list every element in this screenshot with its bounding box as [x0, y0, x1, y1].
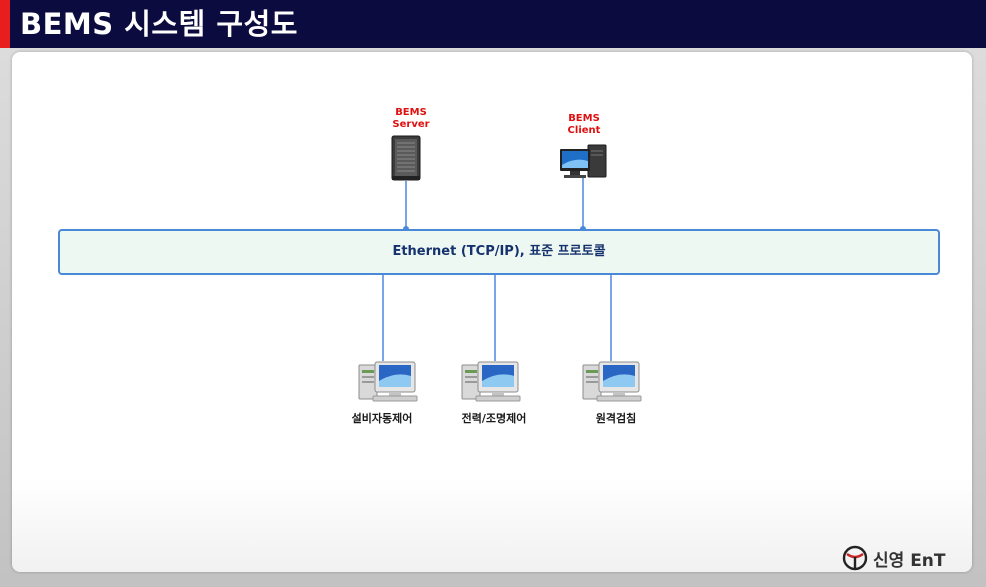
client-label-line1: BEMS — [568, 113, 600, 124]
server-label-line1: BEMS — [395, 107, 427, 118]
server-connector — [405, 181, 407, 229]
page-title: BEMS 시스템 구성도 — [20, 7, 298, 41]
server-tower-icon — [391, 135, 421, 181]
facility-control-pc-icon — [358, 361, 418, 402]
ethernet-bus-label: Ethernet (TCP/IP), 표준 프로토콜 — [392, 244, 606, 259]
title-accent-bar — [0, 0, 10, 48]
diagram-panel — [12, 52, 972, 572]
power-lighting-pc-icon — [461, 361, 521, 402]
company-logo: 신영 EnT — [842, 545, 946, 571]
client-label-line2: Client — [567, 125, 601, 136]
client-label: BEMS Client — [558, 113, 610, 137]
server-label-line2: Server — [392, 119, 430, 130]
remote-metering-label: 원격검침 — [595, 412, 637, 425]
power-lighting-label: 전력/조명제어 — [461, 412, 527, 425]
remote-metering-connector — [610, 271, 612, 361]
facility-control-connector — [382, 271, 384, 361]
facility-control-label: 설비자동제어 — [351, 412, 413, 425]
company-logo-text: 신영 EnT — [873, 550, 946, 571]
company-logo-icon — [842, 545, 868, 571]
title-bar: BEMS 시스템 구성도 — [0, 0, 986, 48]
server-label: BEMS Server — [385, 107, 437, 131]
ethernet-bus: Ethernet (TCP/IP), 표준 프로토콜 — [58, 229, 940, 275]
remote-metering-pc-icon — [582, 361, 642, 402]
client-connector — [582, 178, 584, 229]
power-lighting-connector — [494, 271, 496, 361]
client-workstation-icon — [560, 144, 607, 178]
